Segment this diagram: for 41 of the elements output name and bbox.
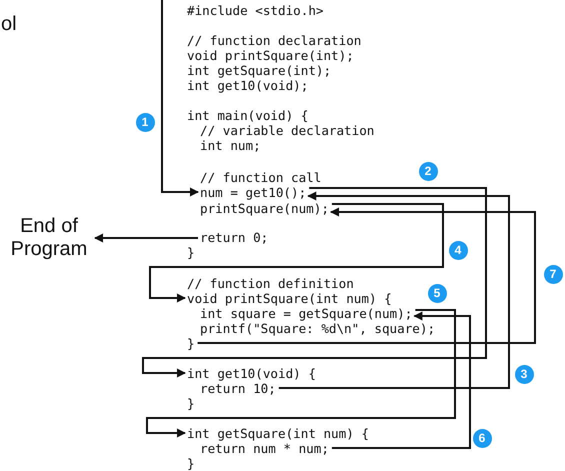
arrow — [149, 203, 444, 302]
code-line: #include <stdio.h> — [187, 2, 324, 18]
cropped-label: ol — [1, 12, 17, 36]
code-line: return num * num; — [200, 440, 329, 456]
code-line: // variable declaration — [200, 122, 374, 138]
code-line: int main(void) { — [187, 108, 308, 122]
code-line: int getSquare(int num) { — [187, 426, 369, 440]
code-line: int get10(void); — [187, 78, 308, 92]
code-line: // function call — [200, 170, 322, 184]
step-number: 4 — [448, 240, 468, 260]
code-line: } — [187, 336, 195, 350]
code-line: return 10; — [200, 380, 276, 396]
code-line: int getSquare(int); — [187, 62, 332, 78]
code-line: } — [187, 396, 195, 410]
code-line: printSquare(num); — [200, 200, 329, 216]
step-number: 3 — [514, 364, 534, 384]
end-label: End of Program — [5, 215, 93, 261]
arrow — [278, 192, 510, 389]
code-line: int square = getSquare(num); — [200, 306, 412, 320]
arrow — [161, 0, 199, 196]
code-line: } — [187, 244, 195, 260]
code-line: void printSquare(int num) { — [187, 290, 392, 306]
arrow — [146, 309, 456, 438]
arrow — [94, 234, 198, 242]
step-number: 5 — [428, 284, 446, 302]
code-line: void printSquare(int); — [187, 48, 354, 62]
code-line: printf("Square: %d\n", square); — [200, 320, 436, 336]
arrow — [142, 187, 487, 378]
step-number: 2 — [418, 162, 438, 180]
step-number: 6 — [472, 428, 492, 448]
step-number: 7 — [544, 264, 562, 284]
code-line: return 0; — [200, 230, 268, 244]
arrow — [198, 208, 536, 344]
step-number: 1 — [136, 112, 154, 132]
code-line: } — [187, 456, 195, 470]
code-line: int num; — [200, 138, 261, 152]
code-line: // function definition — [187, 276, 354, 290]
code-line: num = get10(); — [200, 184, 306, 200]
arrow — [332, 312, 471, 449]
code-line: int get10(void) { — [187, 366, 316, 380]
code-line: // function declaration — [187, 32, 362, 48]
